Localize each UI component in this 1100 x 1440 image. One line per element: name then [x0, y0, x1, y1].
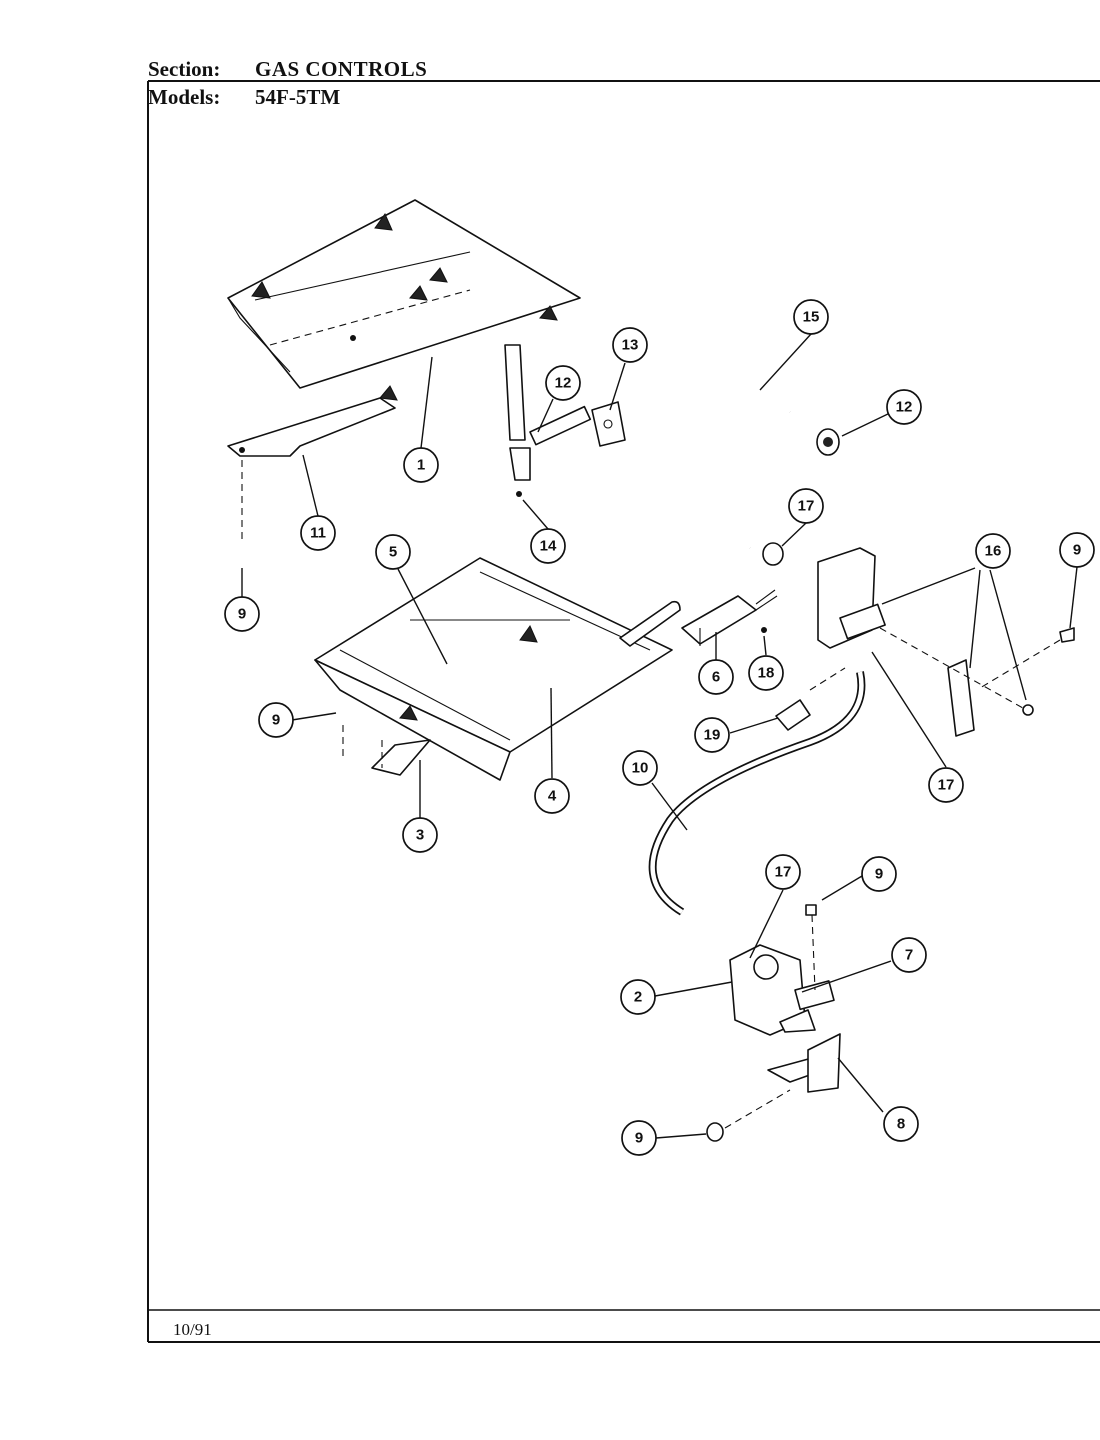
- section-label: Section:: [148, 57, 221, 81]
- models-value: 54F-5TM: [255, 85, 341, 109]
- callout-8: 8: [883, 1106, 919, 1142]
- callout-3: 3: [402, 817, 438, 853]
- callout-6: 6: [698, 659, 734, 695]
- callout-18-label: 18: [758, 665, 775, 682]
- igniter-part: [681, 589, 778, 646]
- leader-lines: [241, 333, 1078, 1139]
- gas-valve-part: [817, 547, 1075, 737]
- callout-5-label: 5: [389, 544, 397, 561]
- callout-2: 2: [620, 979, 656, 1015]
- callout-9-d: 9: [861, 856, 897, 892]
- callout-17-c: 17: [765, 854, 801, 890]
- callout-9-b: 9: [258, 702, 294, 738]
- callout-12-a: 12: [545, 365, 581, 401]
- callout-17-b-label: 17: [938, 777, 955, 794]
- callout-15-label: 15: [803, 309, 820, 326]
- callout-1: 1: [403, 447, 439, 483]
- callout-14-label: 14: [540, 538, 557, 555]
- burner-plate-part: [314, 557, 681, 781]
- callout-16-label: 16: [985, 543, 1002, 560]
- callout-12-b: 12: [886, 389, 922, 425]
- callout-6-label: 6: [712, 669, 720, 686]
- revision-date: 10/91: [173, 1320, 212, 1339]
- callout-18: 18: [748, 655, 784, 691]
- callout-13-label: 13: [622, 337, 639, 354]
- callout-19: 19: [694, 717, 730, 753]
- callout-19-label: 19: [704, 727, 721, 744]
- callout-15: 15: [793, 299, 829, 335]
- gas-tube-part: [648, 667, 866, 916]
- callout-7: 7: [891, 937, 927, 973]
- callout-17-a: 17: [788, 488, 824, 524]
- callout-14: 14: [530, 528, 566, 564]
- callout-4-label: 4: [548, 788, 557, 805]
- valve-body-part: [729, 904, 835, 1036]
- section-title: GAS CONTROLS: [255, 57, 428, 81]
- callout-17-b: 17: [928, 767, 964, 803]
- callout-11-label: 11: [310, 525, 326, 542]
- callout-9-c: 9: [1059, 532, 1095, 568]
- tube-part: [710, 354, 792, 550]
- callout-17-c-label: 17: [775, 864, 792, 881]
- callout-9-a: 9: [224, 596, 260, 632]
- callout-17-a-label: 17: [798, 498, 815, 515]
- callout-16: 16: [975, 533, 1011, 569]
- fitting-part: [762, 542, 784, 566]
- callout-12-a-label: 12: [555, 375, 572, 392]
- orifice-assembly-part: [509, 401, 626, 497]
- nut-part: [816, 428, 840, 456]
- bracket-part: [227, 397, 396, 540]
- callout-9-a-label: 9: [238, 606, 246, 623]
- callout-2-label: 2: [634, 989, 642, 1006]
- callout-9-e-label: 9: [635, 1130, 643, 1147]
- callout-5: 5: [375, 534, 411, 570]
- heat-shield-part: [227, 199, 581, 441]
- callout-4: 4: [534, 778, 570, 814]
- callout-8-label: 8: [897, 1116, 905, 1133]
- callout-10: 10: [622, 750, 658, 786]
- callout-11: 11: [300, 515, 336, 551]
- callout-1-label: 1: [417, 457, 425, 474]
- page-frame: [147, 80, 1100, 1343]
- callout-7-label: 7: [905, 947, 913, 964]
- callout-9-d-label: 9: [875, 866, 883, 883]
- callout-12-b-label: 12: [896, 399, 913, 416]
- callout-10-label: 10: [632, 760, 649, 777]
- callout-13: 13: [612, 327, 648, 363]
- callout-9-e: 9: [621, 1120, 657, 1156]
- callout-9-b-label: 9: [272, 712, 280, 729]
- callout-9-c-label: 9: [1073, 542, 1081, 559]
- models-label: Models:: [148, 85, 221, 109]
- callout-3-label: 3: [416, 827, 424, 844]
- valve-bracket-part: [706, 1033, 841, 1142]
